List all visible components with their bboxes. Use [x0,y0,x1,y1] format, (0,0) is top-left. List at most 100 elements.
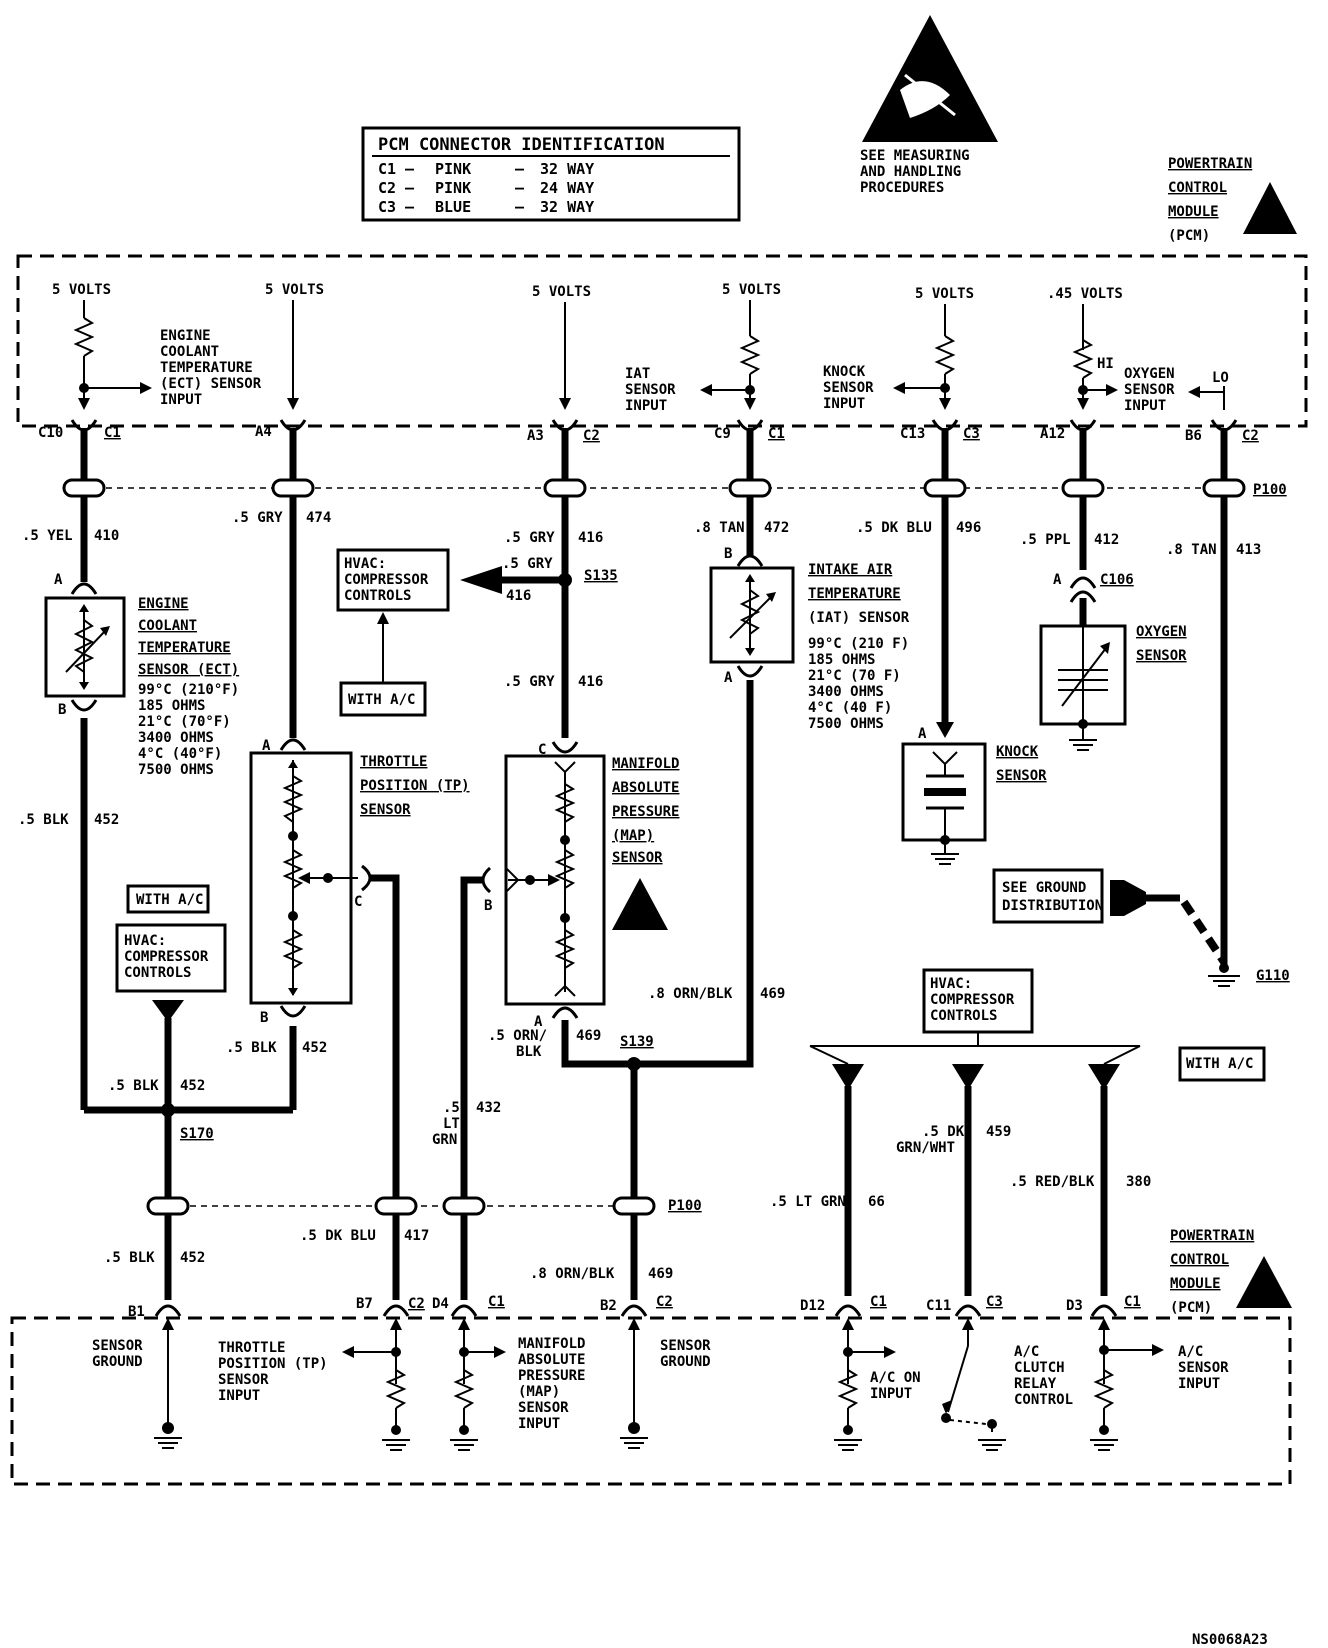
tp-input-line1: THROTTLE [218,1340,285,1356]
wire-66-size: .5 LT GRN [770,1194,846,1210]
tp-pin-c: C [354,894,362,910]
hvac-right-line2: COMPRESSOR [930,992,1015,1008]
pin-d12: D12 [800,1298,825,1314]
ect-value-2: 185 OHMS [138,698,205,714]
wire-432-size-line1: .5 [443,1100,460,1116]
pin-c9-connector: C1 [768,426,785,442]
wire-474-number: 474 [306,510,331,526]
knock-input-line3: INPUT [823,396,865,412]
map-label-line3: PRESSURE [612,804,679,820]
ac-on-input-line2: INPUT [870,1386,912,1402]
wire-413-number: 413 [1236,542,1261,558]
o2-connector-c106: C106 [1100,572,1134,588]
wire-416b-number: 416 [506,588,531,604]
pcm-label-bottom-line4: (PCM) [1170,1300,1212,1316]
iat-circuit: .8 TAN 472 B A INTAKE AIR TEMPERATURE (I… [694,428,910,732]
pin-c13: C13 [900,426,925,442]
o2-label-line1: OXYGEN [1136,624,1187,640]
wire-452d-size: .5 BLK [104,1250,155,1266]
hvac-left-box: WITH A/C HVAC: COMPRESSOR CONTROLS [115,884,227,993]
figure-id: NS0068A23 [1192,1632,1268,1648]
legend-row-c3-color: BLUE [435,198,471,216]
pcm-label-top-line2: CONTROL [1168,180,1227,196]
pin-d12-connector: C1 [870,1294,887,1310]
ect-input-line5: INPUT [160,392,202,408]
pin-b6-connector: C2 [1242,428,1259,444]
tp-circuit: .5 GRY 474 A C THROTTLE POSITION (TP) SE… [226,428,470,1300]
pcm-label-top-line4: (PCM) [1168,228,1210,244]
legend-row-c1-id: C1 [378,160,396,178]
ac-clutch-line2: CLUTCH [1014,1360,1065,1376]
iat-value-4: 3400 OHMS [808,684,884,700]
s170-label: S170 [180,1126,214,1142]
wire-459-size-line2: GRN/WHT [896,1140,955,1156]
pin-b7: B7 [356,1296,373,1312]
ect-label-line4: SENSOR (ECT) [138,662,239,678]
o2-input-line3: INPUT [1124,398,1166,414]
wire-380-number: 380 [1126,1174,1151,1190]
map-input-circuit: MANIFOLD ABSOLUTE PRESSURE (MAP) SENSOR … [450,1318,585,1451]
legend-row-c2-color: PINK [435,179,471,197]
wire-496-number: 496 [956,520,981,536]
pin-c11: C11 [926,1298,951,1314]
tp-input-line3: SENSOR [218,1372,269,1388]
esd-small-icon-top [1243,182,1297,234]
map-pin-b: B [484,898,492,914]
tp-input-circuit: THROTTLE POSITION (TP) SENSOR INPUT [218,1318,410,1451]
source-label-3: 5 VOLTS [532,284,591,300]
ac-sensor-input-circuit: A/C SENSOR INPUT [1090,1318,1229,1451]
sensor-ground-2: SENSOR GROUND [620,1318,711,1449]
tp-input-line4: INPUT [218,1388,260,1404]
wire-469b-size-line2: BLK [516,1044,542,1060]
wire-416b-size: .5 GRY [502,556,553,572]
pin-c10: C10 [38,425,63,441]
svg-text:–: – [515,179,525,197]
o2-hi-label: HI [1097,356,1114,372]
sensor-ground-1-line1: SENSOR [92,1338,143,1354]
map-label-line2: ABSOLUTE [612,780,679,796]
tp-pin-b: B [260,1010,268,1026]
ect-value-1: 99°C (210°F) [138,682,239,698]
pin-b2: B2 [600,1298,617,1314]
hvac-top-with-ac: WITH A/C [348,692,415,708]
pin-c13-connector: C3 [963,426,980,442]
tp-label-line3: SENSOR [360,802,411,818]
o2-input-line2: SENSOR [1124,382,1175,398]
ground-g110-label: G110 [1256,968,1290,984]
iat-label-line3: (IAT) SENSOR [808,610,910,626]
o2-input-line1: OXYGEN [1124,366,1175,382]
wire-452b-size: .5 BLK [226,1040,277,1056]
p100-bottom-connectors [146,1196,656,1216]
pin-a4: A4 [255,424,272,440]
tp-pin-a: A [262,738,271,754]
ect-input-line3: TEMPERATURE [160,360,253,376]
pcm-label-bottom-line1: POWERTRAIN [1170,1228,1254,1244]
wire-496-size: .5 DK BLU [856,520,932,536]
ac-clutch-line1: A/C [1014,1344,1039,1360]
map-label-line4: (MAP) [612,828,654,844]
iat-input-line1: IAT [625,366,650,382]
ect-pin-b: B [58,702,66,718]
ect-label-line1: ENGINE [138,596,189,612]
legend-row-c2-id: C2 [378,179,396,197]
knock-input-line2: SENSOR [823,380,874,396]
wire-469a-size: .8 ORN/BLK [648,986,733,1002]
ect-value-3: 21°C (70°F) [138,714,231,730]
iat-value-2: 185 OHMS [808,652,875,668]
esd-note-line1: SEE MEASURING [860,148,970,164]
map-pin-a: A [534,1014,543,1030]
tp-input-line2: POSITION (TP) [218,1356,328,1372]
source-label-2: 5 VOLTS [265,282,324,298]
wire-452c-number: 452 [180,1078,205,1094]
ac-sensor-input-line1: A/C [1178,1344,1203,1360]
iat-input-line3: INPUT [625,398,667,414]
ect-circuit: .5 YEL 410 A B ENGINE COOLANT TEMPERATUR… [18,428,239,1110]
hvac-top-line2: COMPRESSOR [344,572,429,588]
ect-input-line2: COOLANT [160,344,219,360]
wire-452c-size: .5 BLK [108,1078,159,1094]
s139-label: S139 [620,1034,654,1050]
wire-412-size: .5 PPL [1020,532,1071,548]
wire-452d-number: 452 [180,1250,205,1266]
iat-label-line2: TEMPERATURE [808,586,901,602]
